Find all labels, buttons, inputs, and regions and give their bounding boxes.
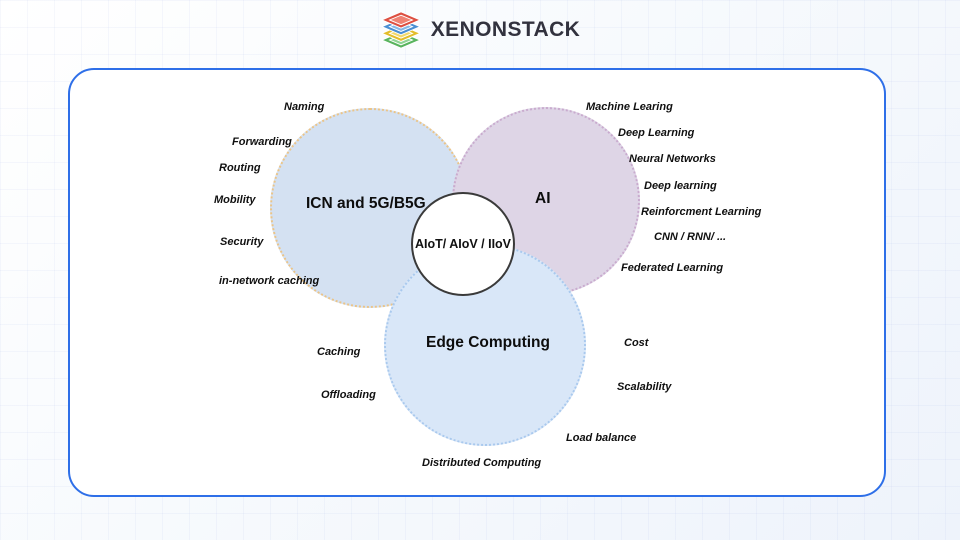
venn-label: Federated Learning <box>621 262 724 274</box>
venn-center-circle: AIoT/ AIoV / IIoV <box>411 192 515 296</box>
venn-label: Offloading <box>321 389 376 401</box>
circle-title-edge: Edge Computing <box>426 334 550 351</box>
circle-title-ai: AI <box>535 190 551 207</box>
venn-label: Neural Networks <box>629 153 716 165</box>
venn-label: Reinforcment Learning <box>641 206 762 218</box>
venn-label: in-network caching <box>219 275 320 287</box>
venn-label: Security <box>220 236 264 248</box>
venn-label: Scalability <box>617 381 672 393</box>
venn-center-label: AIoT/ AIoV / IIoV <box>414 237 512 251</box>
venn-label: Cost <box>624 337 649 349</box>
venn-label: Distributed Computing <box>422 457 542 469</box>
venn-label: Caching <box>317 346 361 358</box>
venn-label: Naming <box>284 101 325 113</box>
circle-title-icn: ICN and 5G/B5G <box>306 195 426 212</box>
venn-circle-edge <box>384 244 586 446</box>
venn-label: Mobility <box>214 194 256 206</box>
venn-label: Load balance <box>566 432 637 444</box>
venn-label: Forwarding <box>232 136 292 148</box>
venn-label: Machine Learing <box>586 101 673 113</box>
venn-label: Routing <box>219 162 261 174</box>
venn-label: Deep learning <box>644 180 717 192</box>
brand-name: XENONSTACK <box>430 18 581 41</box>
brand-logo: XENONSTACK <box>0 10 960 50</box>
venn-label: Deep Learning <box>618 127 695 139</box>
layer-stack-icon <box>380 11 422 49</box>
venn-label: CNN / RNN/ ... <box>654 231 727 243</box>
